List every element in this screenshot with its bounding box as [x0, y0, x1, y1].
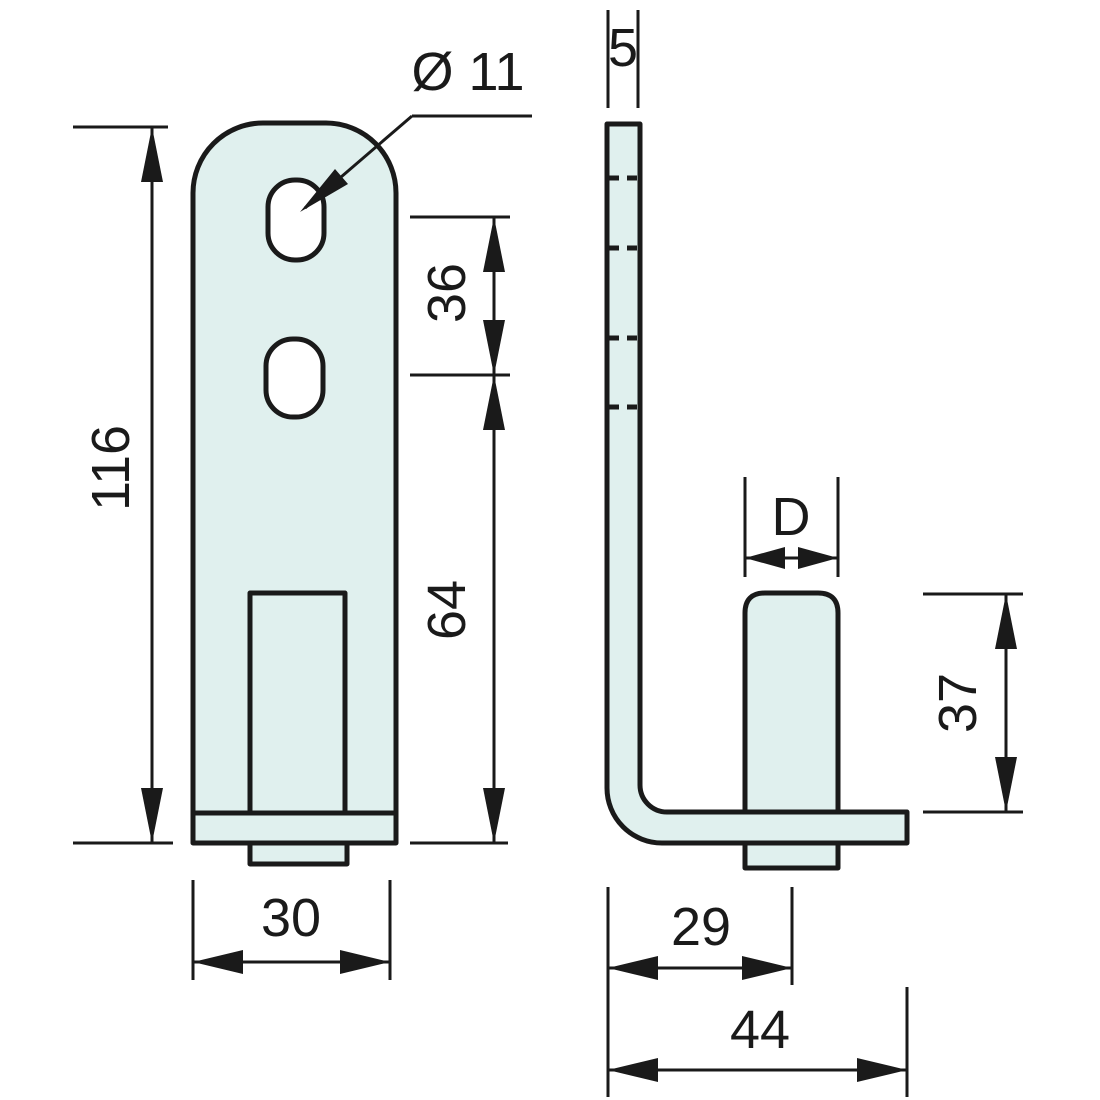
side-l-profile — [604, 121, 910, 846]
arrow-up — [483, 217, 505, 272]
arrow-left — [608, 1058, 658, 1082]
hook-height-label: 37 — [928, 673, 988, 733]
hook-offset-label: 29 — [671, 897, 731, 957]
leader-arrowhead — [300, 169, 348, 212]
dim-hook-height: 37 — [923, 592, 1023, 814]
dim-front-height: 116 — [73, 125, 173, 845]
arrow-down — [141, 788, 163, 843]
arrow-down — [483, 788, 505, 843]
dim-leg-depth: 44 — [608, 987, 909, 1097]
plate-thickness-label: 5 — [608, 18, 638, 78]
hole-diameter-label: Ø 11 — [411, 42, 524, 102]
arrow-up — [995, 594, 1017, 649]
hook-width-label: D — [772, 487, 811, 547]
side-hook — [742, 590, 841, 818]
arrow-down — [483, 320, 505, 375]
arrow-left — [608, 956, 658, 980]
dim-plate-thickness: 5 — [606, 10, 640, 108]
arrow-up — [483, 375, 505, 430]
front-height-label: 116 — [81, 425, 141, 511]
arrow-left — [745, 547, 785, 569]
dim-hook-offset: 29 — [606, 887, 794, 1097]
side-view — [604, 121, 910, 871]
arrow-right — [798, 547, 838, 569]
side-foot-tab — [742, 840, 841, 871]
front-hole-top — [265, 177, 327, 263]
arrow-up — [141, 127, 163, 182]
arrow-down — [995, 757, 1017, 812]
front-hole-bottom — [263, 336, 326, 420]
hole-to-bottom-label: 64 — [417, 580, 477, 640]
arrow-right — [742, 956, 792, 980]
arrow-left — [193, 950, 243, 974]
hole-dash-marks — [609, 175, 637, 410]
dim-front-width: 30 — [191, 880, 392, 980]
front-width-label: 30 — [261, 888, 321, 948]
arrow-right — [857, 1058, 907, 1082]
front-foot-tab — [247, 840, 350, 867]
hole-spacing-label: 36 — [417, 263, 477, 323]
dim-hook-width: D — [743, 477, 840, 577]
dim-hole-spacing: 36 — [410, 215, 510, 377]
leader-hole-diameter: Ø 11 — [300, 42, 532, 212]
dim-hole-to-bottom: 64 — [410, 375, 508, 845]
front-view — [190, 120, 399, 867]
arrow-right — [340, 950, 390, 974]
leg-depth-label: 44 — [730, 1000, 790, 1060]
